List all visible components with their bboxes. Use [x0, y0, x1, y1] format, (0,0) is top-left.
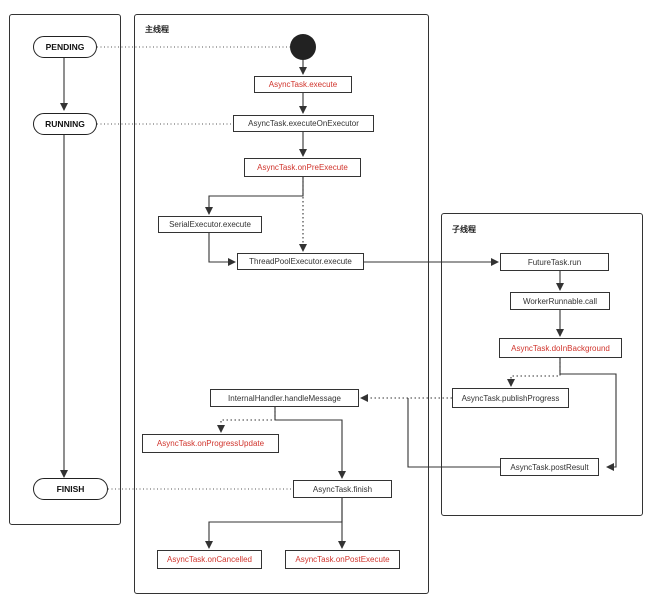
node-execute-on-executor: AsyncTask.executeOnExecutor [233, 115, 374, 132]
node-thread-pool-executor: ThreadPoolExecutor.execute [237, 253, 364, 270]
state-finish: FINISH [33, 478, 108, 500]
arrow-handler-progress [217, 407, 276, 433]
state-pending: PENDING [33, 36, 97, 58]
node-finish: AsyncTask.finish [293, 480, 392, 498]
node-on-cancelled: AsyncTask.onCancelled [157, 550, 262, 569]
node-on-pre-execute: AsyncTask.onPreExecute [244, 158, 361, 177]
arrow-background-postresult [559, 358, 617, 471]
node-serial-executor: SerialExecutor.execute [158, 216, 262, 233]
arrow-postresult-handler [407, 398, 500, 468]
state-running: RUNNING [33, 113, 97, 135]
state-lane [9, 14, 121, 525]
node-worker-runnable-call: WorkerRunnable.call [510, 292, 610, 310]
arrow-background-publish [507, 358, 561, 387]
node-future-task-run: FutureTask.run [500, 253, 609, 271]
start-node [290, 34, 316, 60]
main-thread-title: 主线程 [145, 25, 169, 34]
node-publish-progress: AsyncTask.publishProgress [452, 388, 569, 408]
worker-thread-title: 子线程 [452, 225, 476, 234]
arrow-serial-threadpool [208, 233, 236, 266]
node-on-post-execute: AsyncTask.onPostExecute [285, 550, 400, 569]
arrow-finish-cancelled [205, 498, 343, 549]
node-do-in-background: AsyncTask.doInBackground [499, 338, 622, 358]
arrow-handler-finish [274, 407, 346, 479]
node-execute: AsyncTask.execute [254, 76, 352, 93]
node-post-result: AsyncTask.postResult [500, 458, 599, 476]
arrow-preexecute-serial [205, 177, 304, 215]
node-on-progress-update: AsyncTask.onProgressUpdate [142, 434, 279, 453]
node-handle-message: InternalHandler.handleMessage [210, 389, 359, 407]
